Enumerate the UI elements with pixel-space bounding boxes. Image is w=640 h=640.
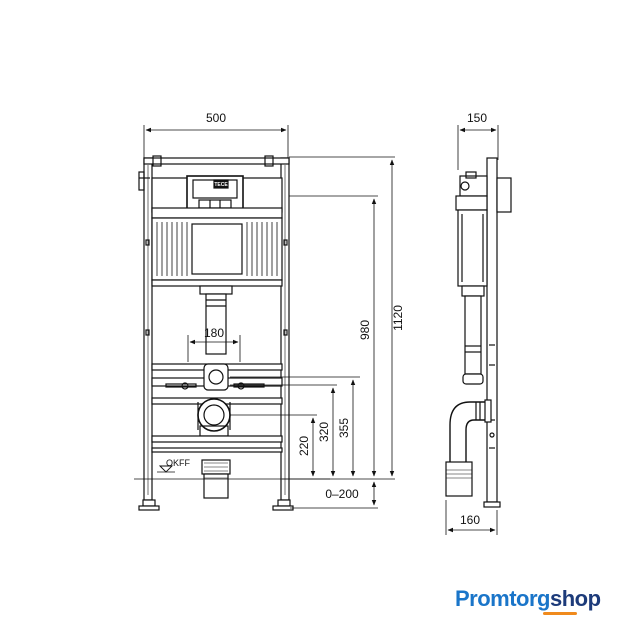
frame-width-label: 500 xyxy=(206,111,226,125)
frame-depth-label: 150 xyxy=(467,111,487,125)
floor-adjust-label: 0–200 xyxy=(325,487,359,501)
cistern-badge: TECE xyxy=(214,182,228,188)
floor-level-label: OKFF xyxy=(166,458,191,468)
brand-underline xyxy=(543,612,577,615)
height-320-label: 320 xyxy=(317,422,331,442)
front-view xyxy=(134,125,330,511)
inlet-height-label: 980 xyxy=(358,320,372,340)
brand-logo: Promtorgshop xyxy=(455,586,601,615)
height-220-label: 220 xyxy=(297,436,311,456)
total-height-label: 1120 xyxy=(391,305,405,331)
outlet-spacing-label: 180 xyxy=(204,326,224,340)
height-dimensions xyxy=(230,156,395,509)
side-view xyxy=(445,125,512,535)
height-355-label: 355 xyxy=(337,418,351,438)
brand-name-part1: Promtorg xyxy=(455,586,551,611)
bottom-depth-label: 160 xyxy=(460,513,480,527)
brand-name-part2: shop xyxy=(550,586,601,611)
